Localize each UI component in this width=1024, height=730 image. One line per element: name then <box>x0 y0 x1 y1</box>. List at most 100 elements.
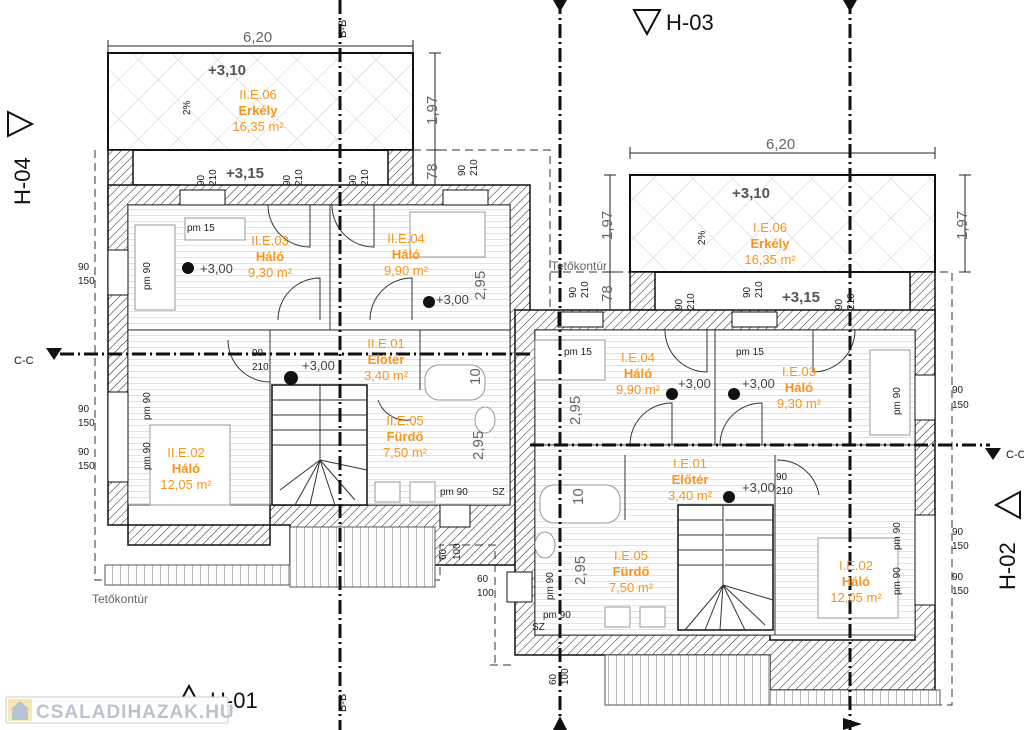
opening-height: 210 <box>754 281 765 298</box>
window-width: 90 <box>952 527 964 538</box>
dimension-line <box>604 174 616 310</box>
door-height: 210 <box>776 486 793 497</box>
room-area: 12,05 m² <box>830 590 882 605</box>
section-label-cc-left: C-C <box>14 355 34 367</box>
sill-height: pm 15 <box>187 223 215 234</box>
window[interactable] <box>914 374 936 421</box>
room-name: Erkély <box>750 236 790 251</box>
door-width: 90 <box>252 348 264 359</box>
opening-width: 90 <box>834 298 845 310</box>
window-width: 90 <box>952 572 964 583</box>
sill-height: pm 90 <box>892 567 903 595</box>
bed <box>134 224 176 311</box>
roof-contour <box>413 149 551 330</box>
roof-contour-label: Tetőkontúr <box>92 592 148 606</box>
level-floor: +3,00 <box>678 376 711 391</box>
room-area: 9,30 m² <box>777 396 822 411</box>
window[interactable] <box>731 311 778 328</box>
room-id: II.E.01 <box>367 336 405 351</box>
dim-offset: 78 <box>599 285 616 302</box>
window[interactable] <box>179 189 226 206</box>
room-area: 12,05 m² <box>160 477 212 492</box>
window[interactable] <box>107 391 129 483</box>
window-height: 100 <box>560 668 571 685</box>
dim-depth: 1,97 <box>599 211 616 240</box>
section-label-h02: H-02 <box>995 542 1020 590</box>
opening-width: 90 <box>742 286 753 298</box>
balcony-left <box>107 52 414 151</box>
section-marker-h04 <box>7 110 35 138</box>
sill-height: pm 90 <box>142 442 153 470</box>
bathtub <box>424 364 486 401</box>
roof-eave <box>604 654 771 706</box>
right-room-labels: I.E.06 Erkély 16,35 m² I.E.04 Háló 9,90 … <box>609 220 882 605</box>
dim-height: 2,95 <box>572 556 589 585</box>
window-width: 60 <box>548 673 559 685</box>
wardrobe <box>534 339 606 381</box>
window[interactable] <box>107 249 129 296</box>
level-marker-icon <box>723 491 735 503</box>
bed <box>817 537 899 619</box>
room-area: 16,35 m² <box>744 252 796 267</box>
door-swings <box>227 204 413 421</box>
room-area: 3,40 m² <box>668 488 713 503</box>
window-width: 60 <box>477 574 489 585</box>
room-area: 9,30 m² <box>248 265 293 280</box>
room-name: Háló <box>172 461 200 476</box>
room-id: II.E.02 <box>167 445 205 460</box>
window[interactable] <box>439 504 471 528</box>
room-name: Fürdő <box>613 564 650 579</box>
level-floor: +3,00 <box>200 261 233 276</box>
opening-width: 90 <box>282 174 293 186</box>
room-area: 16,35 m² <box>232 119 284 134</box>
window[interactable] <box>914 514 936 606</box>
slope-label: 2% <box>182 100 193 115</box>
level-marker-icon <box>728 388 740 400</box>
dim-depth: 1,97 <box>424 96 441 125</box>
window-width: 90 <box>78 404 90 415</box>
window[interactable] <box>506 571 533 603</box>
dimension-line <box>429 52 441 186</box>
level-floor: +3,00 <box>302 358 335 373</box>
level-floor: +3,00 <box>742 480 775 495</box>
watermark: CSALADIHAZAK.HU <box>5 696 234 724</box>
dim-offset: 78 <box>424 163 441 180</box>
window-height: 150 <box>78 461 95 472</box>
toilet <box>534 531 556 559</box>
window-height: 100 <box>477 588 494 599</box>
window[interactable] <box>442 189 489 206</box>
left-room-labels: II.E.06 Erkély 16,35 m² II.E.03 Háló 9,3… <box>160 87 428 492</box>
dim-width: 6,20 <box>243 29 272 46</box>
opening-width: 90 <box>457 164 468 176</box>
roof-contour <box>490 271 953 706</box>
toilet <box>474 406 496 434</box>
room-id: I.E.01 <box>673 456 707 471</box>
window-height: 150 <box>952 541 969 552</box>
section-label-h03: H-03 <box>666 10 714 35</box>
door-height: 210 <box>252 362 269 373</box>
window[interactable] <box>557 311 604 328</box>
window-height: 100 <box>452 543 463 560</box>
level-floor: +3,00 <box>436 292 469 307</box>
bed <box>149 424 231 506</box>
dim-bath: 10 <box>570 488 587 505</box>
staircase <box>677 504 774 631</box>
sink <box>409 481 436 503</box>
section-marker-h02 <box>993 490 1021 520</box>
window-height: 150 <box>952 586 969 597</box>
section-label-h04: H-04 <box>10 157 35 205</box>
sill-height: pm 90 <box>142 262 153 290</box>
opening-width: 90 <box>568 286 579 298</box>
room-name: Háló <box>842 574 870 589</box>
roof-eave <box>289 526 436 588</box>
opening-height: 210 <box>846 293 857 310</box>
bed <box>869 349 911 436</box>
window-width: 90 <box>78 447 90 458</box>
slope-label: 2% <box>697 230 708 245</box>
sill-height: pm 90 <box>545 572 556 600</box>
dim-height: 2,95 <box>472 271 489 300</box>
sink <box>374 481 401 503</box>
dim-width: 6,20 <box>766 136 795 153</box>
room-id: I.E.05 <box>614 548 648 563</box>
